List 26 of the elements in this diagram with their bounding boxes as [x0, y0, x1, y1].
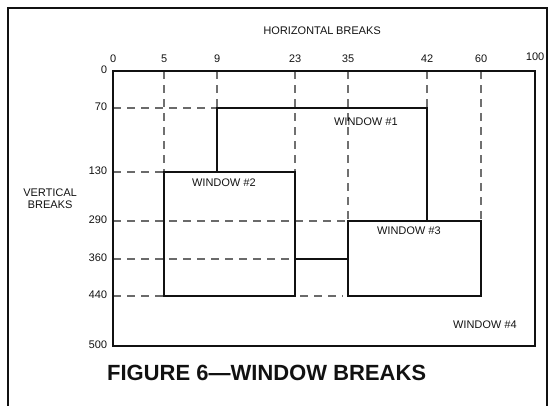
tick-label: 70	[94, 101, 107, 114]
axis-title: VERTICAL BREAKS	[22, 187, 78, 212]
axis-title: HORIZONTAL BREAKS	[263, 25, 381, 38]
tick-label: 130	[88, 165, 107, 178]
connector-line	[295, 258, 348, 260]
tick-label: 23	[288, 53, 302, 66]
figure-caption: FIGURE 6—WINDOW BREAKS	[107, 362, 426, 384]
tick-label: 440	[88, 289, 107, 302]
tick-label: 42	[420, 53, 434, 66]
window-label: WINDOW #3	[377, 226, 441, 237]
window-frame	[113, 71, 535, 346]
window-frame	[164, 172, 295, 296]
tick-label: 5	[160, 53, 168, 66]
tick-label: 360	[88, 252, 107, 264]
tick-label: 60	[474, 53, 488, 66]
window-label: WINDOW #2	[192, 178, 256, 189]
tick-label: 290	[88, 214, 107, 226]
tick-label: 35	[342, 53, 354, 66]
window-label: WINDOW #4	[453, 320, 517, 331]
tick-label: 0	[100, 64, 107, 76]
tick-label: 9	[214, 53, 220, 66]
window-frame	[348, 221, 481, 296]
tick-label: 100	[526, 51, 544, 64]
tick-label: 500	[88, 339, 107, 352]
window-label: WINDOW #1	[334, 117, 398, 128]
tick-label: 0	[110, 53, 116, 66]
